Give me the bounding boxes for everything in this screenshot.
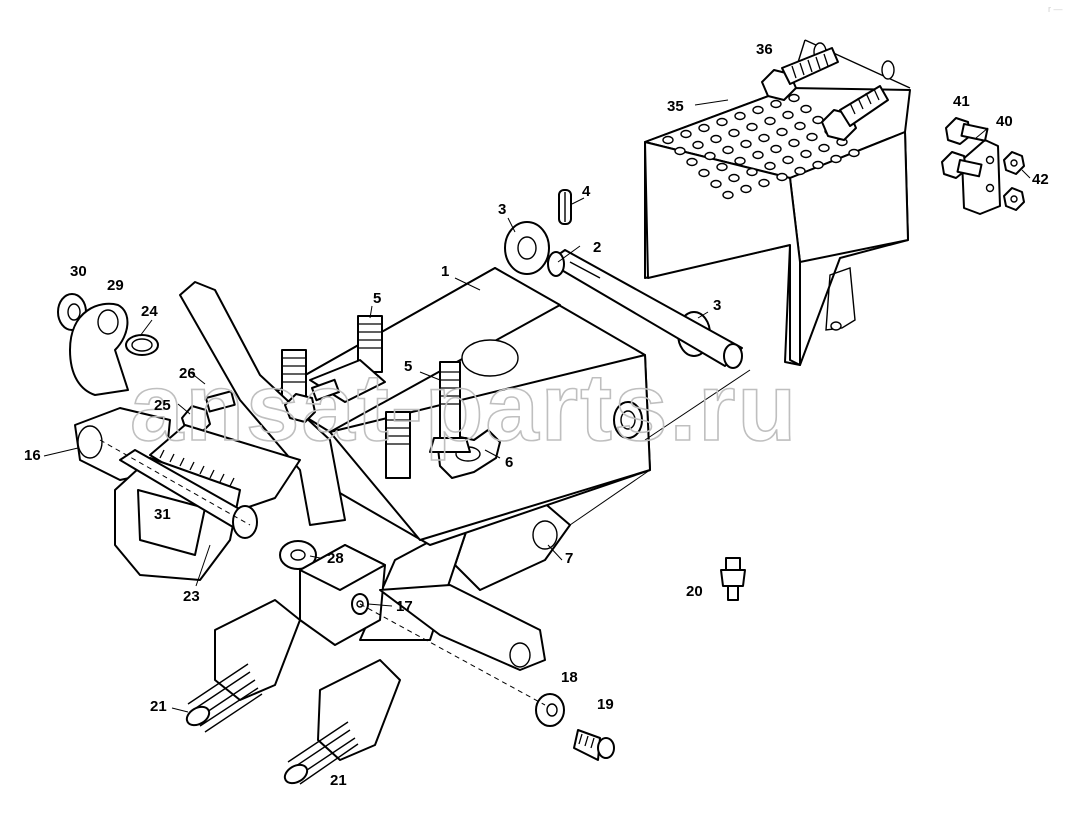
callout-label: 30	[70, 263, 87, 280]
callout-label: 4	[582, 183, 591, 200]
perforation-hole	[812, 160, 824, 170]
pin-4	[558, 189, 572, 225]
alignment-lines	[99, 369, 751, 706]
perforation-hole	[680, 129, 692, 139]
perforation-hole	[764, 116, 776, 126]
callout-label: 28	[327, 550, 344, 567]
perforation-hole	[788, 93, 800, 103]
perforation-hole	[704, 151, 716, 161]
perforation-hole	[698, 123, 710, 133]
perforation-hole	[800, 149, 812, 159]
perforation-hole	[728, 128, 740, 138]
perforation-hole	[758, 178, 770, 188]
perforation-hole	[734, 156, 746, 166]
grease-nipple-20	[720, 557, 746, 601]
callout-label: 23	[183, 588, 200, 605]
callout-label: 29	[107, 277, 124, 294]
callout-label: 2	[593, 239, 601, 256]
perforation-hole	[848, 148, 860, 158]
clamp-bracket-40	[961, 139, 1001, 215]
perforation-hole	[662, 135, 674, 145]
callout-labels: 1 2 3 3 4 5 5 6 7 16 17 18 19 20 21 21 2…	[24, 41, 1049, 789]
perforation-hole	[794, 166, 806, 176]
perforation-hole	[788, 138, 800, 148]
callout-label: 36	[756, 41, 773, 58]
bolt-5	[281, 315, 471, 479]
callout-label: 41	[953, 93, 970, 110]
spring-21	[185, 663, 359, 785]
callout-label: 24	[141, 303, 158, 320]
bolt-36	[761, 47, 889, 141]
perforation-hole	[740, 184, 752, 194]
callout-label: 31	[154, 506, 171, 523]
callout-label: 20	[686, 583, 703, 600]
washer-28	[279, 540, 317, 570]
callout-label: 26	[179, 365, 196, 382]
perforation-hole	[710, 134, 722, 144]
perforation-hole	[782, 110, 794, 120]
perforation-hole	[800, 104, 812, 114]
callout-label: 1	[441, 263, 449, 280]
callout-label: 40	[996, 113, 1013, 130]
bracket-29	[69, 302, 129, 396]
nut-42	[1003, 151, 1025, 211]
perforation-hole	[752, 105, 764, 115]
corner-mark: r —	[1048, 4, 1063, 14]
perforation-hole	[770, 99, 782, 109]
screw-19	[573, 729, 615, 761]
perforation-hole	[746, 122, 758, 132]
perforation-hole	[830, 154, 842, 164]
perforated-guard-35	[644, 39, 911, 366]
callout-label: 5	[373, 290, 381, 307]
callout-label: 3	[713, 297, 721, 314]
callout-label: 21	[330, 772, 347, 789]
spring-housing	[214, 599, 401, 761]
perforation-hole	[764, 161, 776, 171]
perforation-hole	[776, 127, 788, 137]
perforation-hole	[722, 190, 734, 200]
perforation-hole	[674, 146, 686, 156]
bolt-41	[941, 117, 989, 179]
callout-label: 25	[154, 397, 171, 414]
callout-label: 6	[505, 454, 513, 471]
perforation-hole	[728, 173, 740, 183]
callout-label: 19	[597, 696, 614, 713]
watermark: ansat-parts.ru	[130, 354, 798, 461]
callout-label: 21	[150, 698, 167, 715]
perforation-hole	[686, 157, 698, 167]
perforation-hole	[758, 133, 770, 143]
callout-label: 35	[667, 98, 684, 115]
callout-label: 18	[561, 669, 578, 686]
perforation-hole	[692, 140, 704, 150]
washer-18	[535, 693, 565, 727]
perforation-hole	[794, 121, 806, 131]
perforation-hole	[770, 144, 782, 154]
callout-label: 17	[396, 598, 413, 615]
perforation-hole	[722, 145, 734, 155]
perforation-hole	[806, 132, 818, 142]
perforation-hole	[698, 168, 710, 178]
perforation-hole	[734, 111, 746, 121]
perforation-hole	[710, 179, 722, 189]
perforation-hole	[818, 143, 830, 153]
shaft-2	[547, 249, 743, 369]
perforation-hole	[740, 139, 752, 149]
perforation-hole	[782, 155, 794, 165]
callout-label: 42	[1032, 171, 1049, 188]
spring-clip-24	[125, 334, 159, 356]
perforation-hole	[776, 172, 788, 182]
callout-label: 7	[565, 550, 573, 567]
perforation-hole	[716, 162, 728, 172]
perforation-hole	[716, 117, 728, 127]
block-17	[299, 544, 546, 671]
perforation-hole	[752, 150, 764, 160]
callout-label: 5	[404, 358, 412, 375]
callout-label: 16	[24, 447, 41, 464]
leader-lines	[43, 99, 1031, 713]
callout-label: 3	[498, 201, 506, 218]
perforation-hole	[746, 167, 758, 177]
